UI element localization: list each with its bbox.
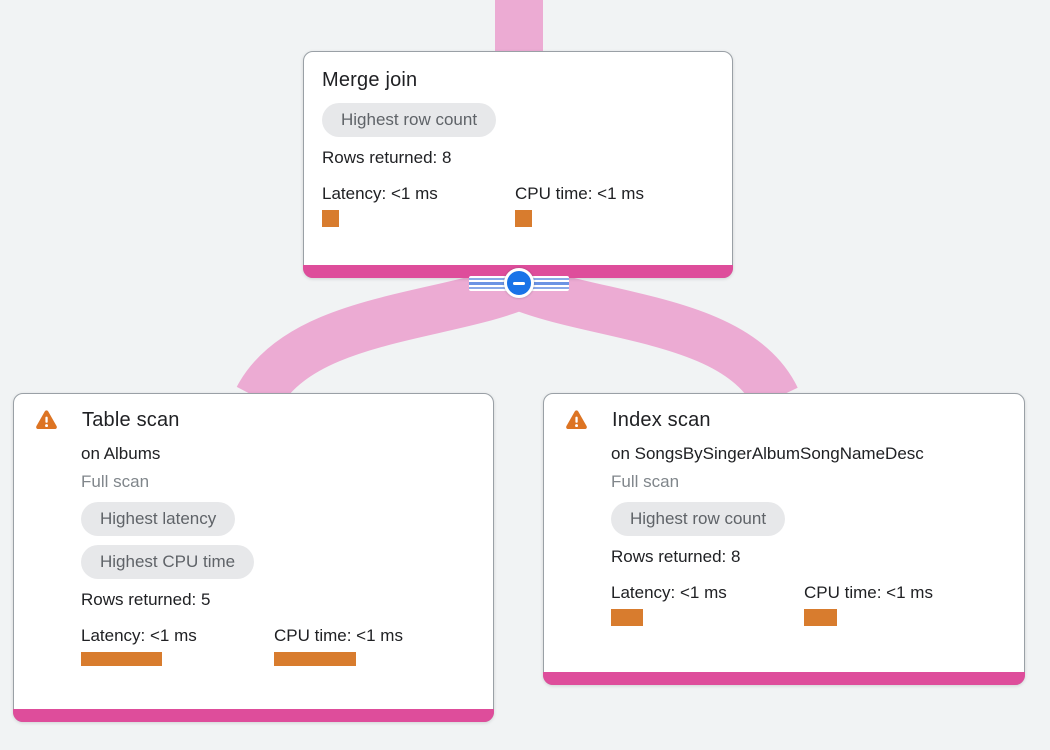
scan-type-text: Full scan (81, 472, 150, 491)
node-title: Merge join (322, 69, 418, 91)
metrics-row: Latency: <1 ms CPU time: <1 ms (322, 183, 714, 227)
metrics-row: Latency: <1 ms CPU time: <1 ms (611, 582, 1006, 626)
highlight-badge: Highest latency (81, 502, 236, 536)
warning-icon (36, 410, 57, 430)
collapse-control[interactable] (469, 268, 569, 298)
node-title: Table scan (82, 409, 180, 431)
badge-stack: Highest latency Highest CPU time (81, 502, 475, 579)
cpu-metric: CPU time: <1 ms (274, 625, 467, 666)
cpu-bar (515, 210, 532, 227)
rows-returned-text: Rows returned: 8 (611, 547, 741, 566)
latency-bar (322, 210, 339, 227)
metrics-row: Latency: <1 ms CPU time: <1 ms (81, 625, 475, 666)
rows-returned-text: Rows returned: 5 (81, 590, 211, 609)
edge-from-parent (495, 0, 543, 56)
highlight-badge: Highest CPU time (81, 545, 255, 579)
scan-type-text: Full scan (611, 472, 680, 491)
latency-metric: Latency: <1 ms (611, 582, 804, 626)
highlight-badge: Highest row count (611, 502, 786, 536)
cpu-metric: CPU time: <1 ms (804, 582, 997, 626)
cpu-label: CPU time: <1 ms (274, 626, 403, 645)
node-title: Index scan (612, 409, 711, 431)
node-accent-bar (543, 672, 1025, 685)
warning-icon (566, 410, 587, 430)
latency-label: Latency: <1 ms (81, 626, 197, 645)
latency-label: Latency: <1 ms (322, 184, 438, 203)
cpu-bar (804, 609, 837, 626)
edge-to-table-scan (236, 263, 528, 411)
cpu-metric: CPU time: <1 ms (515, 183, 708, 227)
cpu-bar (274, 652, 356, 666)
node-subtitle: on SongsBySingerAlbumSongNameDesc (611, 444, 924, 463)
badge-stack: Highest row count (611, 502, 1006, 536)
cpu-label: CPU time: <1 ms (804, 583, 933, 602)
edge-to-index-scan (510, 263, 798, 410)
rows-returned-text: Rows returned: 8 (322, 148, 452, 167)
latency-label: Latency: <1 ms (611, 583, 727, 602)
node-subtitle: on Albums (81, 444, 161, 463)
latency-metric: Latency: <1 ms (322, 183, 515, 227)
latency-bar (81, 652, 162, 666)
node-accent-bar (13, 709, 494, 722)
latency-metric: Latency: <1 ms (81, 625, 274, 666)
merge-join-node[interactable]: Merge join Highest row count Rows return… (303, 51, 733, 278)
index-scan-node[interactable]: Index scan on SongsBySingerAlbumSongName… (543, 393, 1025, 685)
cpu-label: CPU time: <1 ms (515, 184, 644, 203)
collapse-button[interactable] (504, 268, 534, 298)
table-scan-node[interactable]: Table scan on Albums Full scan Highest l… (13, 393, 494, 722)
minus-icon (513, 281, 525, 285)
highlight-badge: Highest row count (322, 103, 497, 137)
latency-bar (611, 609, 643, 626)
